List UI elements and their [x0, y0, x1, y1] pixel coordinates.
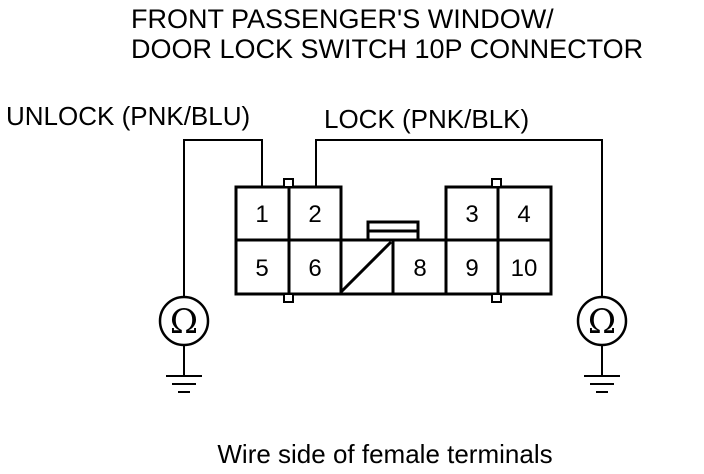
- locating-tab-bottom-right: [491, 293, 502, 303]
- pin-10: 10: [511, 255, 538, 282]
- pin-5: 5: [255, 255, 268, 282]
- pin-1: 1: [255, 201, 268, 228]
- right-ohm-symbol: Ω: [588, 302, 616, 342]
- pin-8: 8: [413, 255, 426, 282]
- caption: Wire side of female terminals: [217, 439, 552, 469]
- unlock-lead-wire: [183, 139, 263, 297]
- title-line-1: FRONT PASSENGER'S WINDOW/: [131, 4, 554, 34]
- lock-lead-wire: [315, 139, 603, 297]
- left-ohm-symbol: Ω: [170, 302, 198, 342]
- left-ground-icon: [166, 375, 202, 393]
- connector-empty-cavity-7: [339, 240, 393, 294]
- connector-10p: [234, 185, 553, 296]
- right-ground-icon: [584, 375, 620, 393]
- pin-2: 2: [308, 201, 321, 228]
- unlock-wire-label: UNLOCK (PNK/BLU): [6, 101, 250, 131]
- lock-wire-label: LOCK (PNK/BLK): [324, 104, 529, 134]
- locating-tab-bottom-left: [283, 293, 294, 303]
- pin-9: 9: [465, 255, 478, 282]
- pin-4: 4: [517, 201, 530, 228]
- locating-tab-top-right: [491, 178, 502, 188]
- right-ohmmeter: Ω: [576, 295, 628, 393]
- pin-3: 3: [465, 201, 478, 228]
- pin-6: 6: [308, 255, 321, 282]
- left-ohmmeter: Ω: [158, 295, 210, 393]
- locating-tab-top-left: [283, 178, 294, 188]
- title-line-2: DOOR LOCK SWITCH 10P CONNECTOR: [131, 34, 643, 64]
